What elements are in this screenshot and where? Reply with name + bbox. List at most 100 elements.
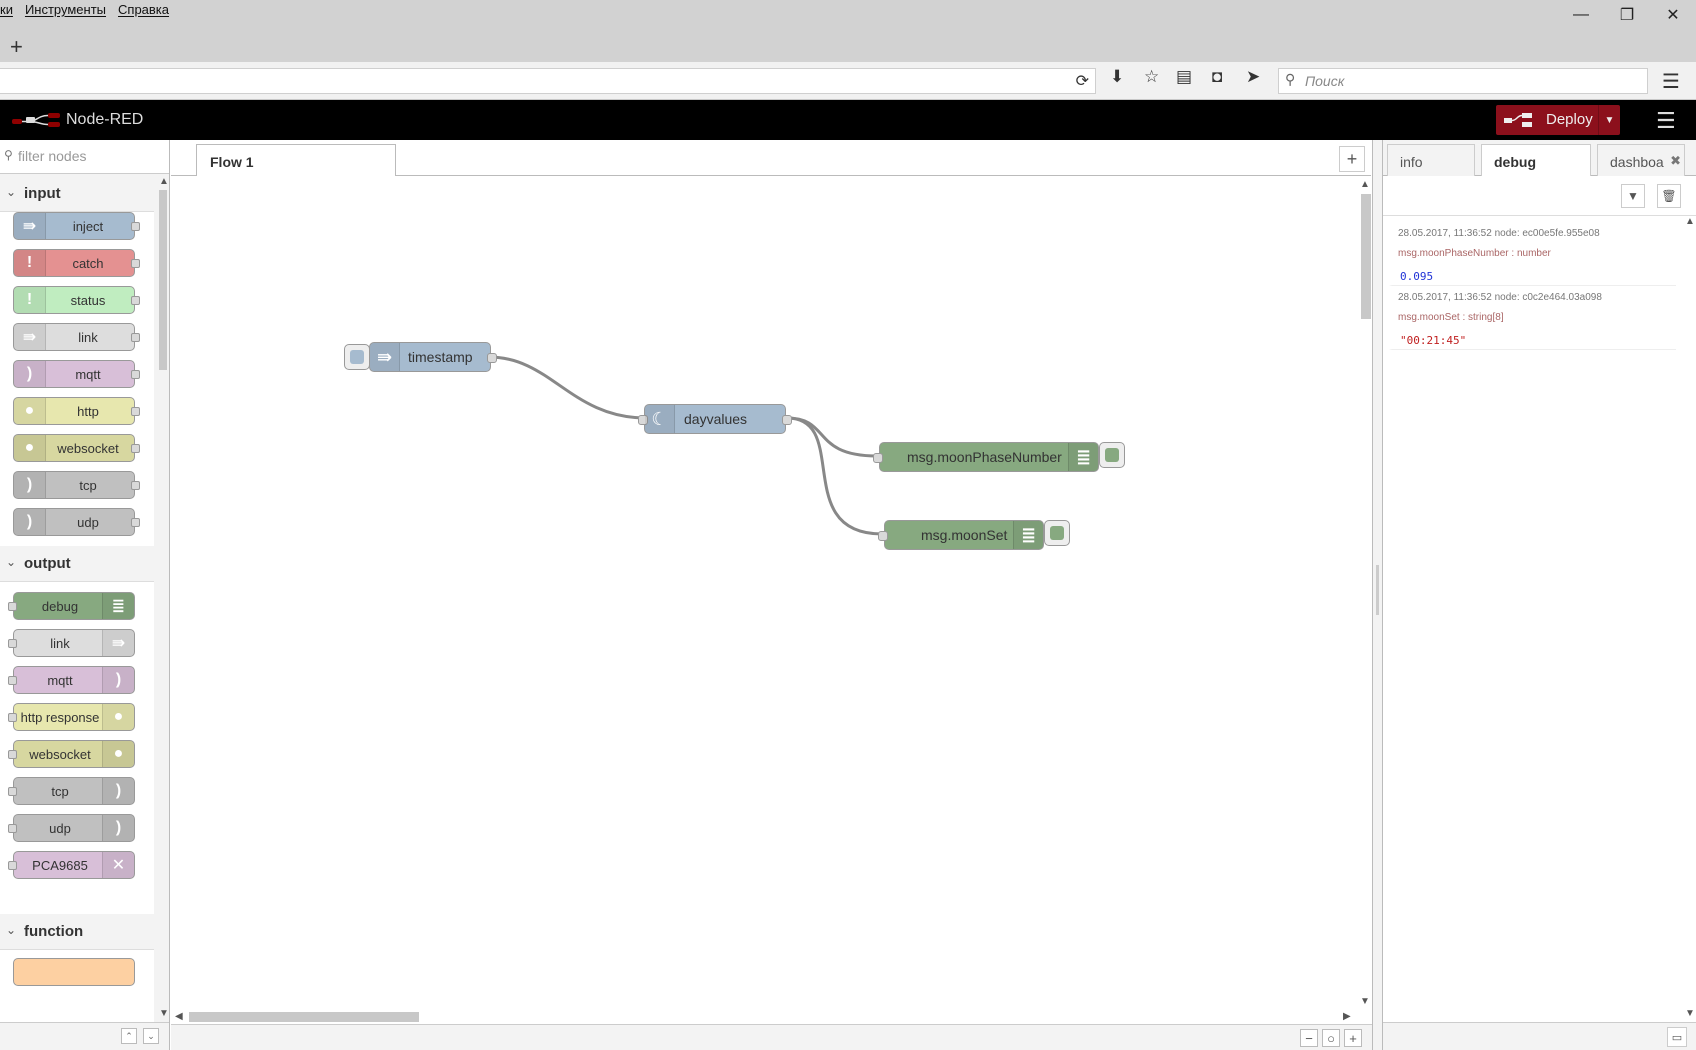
- nodered-menu-icon[interactable]: ☰: [1656, 108, 1676, 133]
- window-minimize-button[interactable]: —: [1573, 6, 1589, 23]
- output-port[interactable]: [131, 444, 140, 453]
- input-port[interactable]: [8, 713, 17, 722]
- palette-node-udp-out[interactable]: udp ): [8, 814, 135, 842]
- debug-toggle-button[interactable]: [1099, 442, 1125, 468]
- palette-category-input[interactable]: ⌄ input: [0, 176, 154, 212]
- output-port[interactable]: [131, 518, 140, 527]
- filter-icon[interactable]: ▼: [1621, 184, 1645, 208]
- pocket-icon[interactable]: ◘: [1212, 67, 1223, 86]
- debug-toggle-button[interactable]: [1044, 520, 1070, 546]
- close-icon[interactable]: ✖: [1670, 153, 1681, 168]
- browser-search-input[interactable]: ⚲ Поиск: [1278, 68, 1648, 94]
- zoom-in-icon[interactable]: +: [1344, 1029, 1362, 1047]
- sidebar-separator[interactable]: [1372, 140, 1382, 1050]
- input-port[interactable]: [873, 453, 883, 463]
- palette-node-mqtt-out[interactable]: mqtt ): [8, 666, 135, 694]
- canvas-vertical-scrollbar[interactable]: ▲ ▼: [1358, 176, 1372, 1010]
- palette-node-websocket-out[interactable]: websocket ●: [8, 740, 135, 768]
- debug-message[interactable]: 28.05.2017, 11:36:52 node: ec00e5fe.955e…: [1389, 222, 1676, 286]
- flow-node-dayvalues[interactable]: ☾ dayvalues: [638, 404, 792, 434]
- input-port[interactable]: [8, 676, 17, 685]
- menu-item-help[interactable]: Справка: [118, 2, 170, 17]
- scroll-down-icon[interactable]: ▼: [1685, 1008, 1695, 1019]
- horizontal-scroll-thumb[interactable]: [189, 1012, 419, 1022]
- collapse-all-icon[interactable]: ⌃: [121, 1028, 137, 1044]
- reload-icon[interactable]: ⟳: [1075, 73, 1089, 90]
- scroll-up-icon[interactable]: ▲: [159, 176, 169, 187]
- palette-scrollbar[interactable]: ▲ ▼: [156, 176, 169, 1022]
- monitor-icon[interactable]: ▭: [1667, 1027, 1687, 1047]
- expand-all-icon[interactable]: ⌄: [143, 1028, 159, 1044]
- vertical-scroll-thumb[interactable]: [1361, 194, 1371, 319]
- palette-node-function-partial[interactable]: [13, 958, 135, 986]
- zoom-out-icon[interactable]: −: [1300, 1029, 1318, 1047]
- input-port[interactable]: [8, 639, 17, 648]
- deploy-button[interactable]: Deploy ▼: [1496, 105, 1620, 135]
- input-port[interactable]: [8, 750, 17, 759]
- output-port[interactable]: [131, 481, 140, 490]
- palette-node-debug[interactable]: debug ≣: [8, 592, 135, 620]
- output-port[interactable]: [131, 370, 140, 379]
- scroll-up-icon[interactable]: ▲: [1360, 179, 1370, 190]
- output-port[interactable]: [131, 333, 140, 342]
- send-icon[interactable]: ➤: [1246, 67, 1261, 86]
- palette-node-websocket-in[interactable]: ● websocket: [13, 434, 140, 462]
- deploy-caret-icon[interactable]: ▼: [1598, 105, 1620, 135]
- trash-icon[interactable]: 🗑: [1657, 184, 1681, 208]
- window-restore-button[interactable]: ❐: [1619, 7, 1635, 24]
- tab-flow-1[interactable]: Flow 1: [196, 144, 396, 177]
- palette-node-mqtt-in[interactable]: ) mqtt: [13, 360, 140, 388]
- palette-category-output[interactable]: ⌄ output: [0, 546, 154, 582]
- tab-debug[interactable]: debug: [1481, 144, 1591, 177]
- palette-node-http-response[interactable]: http response ●: [8, 703, 135, 731]
- input-port[interactable]: [8, 861, 17, 870]
- palette-node-tcp-out[interactable]: tcp ): [8, 777, 135, 805]
- palette-node-link-in[interactable]: ⇛ link: [13, 323, 140, 351]
- debug-message[interactable]: 28.05.2017, 11:36:52 node: c0c2e464.03a0…: [1389, 286, 1676, 350]
- scroll-left-icon[interactable]: ◀: [175, 1011, 183, 1022]
- window-close-button[interactable]: ✕: [1666, 7, 1680, 24]
- palette-scroll-thumb[interactable]: [159, 190, 167, 370]
- tab-dashboard[interactable]: dashboa ✖: [1597, 144, 1685, 177]
- output-port[interactable]: [487, 353, 497, 363]
- palette-node-link-out[interactable]: link ⇛: [8, 629, 135, 657]
- palette-node-tcp-in[interactable]: ) tcp: [13, 471, 140, 499]
- flow-node-debug-moonset[interactable]: msg.moonSet ≣: [878, 520, 1044, 550]
- url-bar[interactable]: ⟳: [0, 68, 1096, 94]
- palette-node-udp-in[interactable]: ) udp: [13, 508, 140, 536]
- flow-node-debug-moonphasenumber[interactable]: msg.moonPhaseNumber ≣: [873, 442, 1099, 472]
- browser-menu-icon[interactable]: ☰: [1662, 71, 1680, 93]
- new-tab-button[interactable]: +: [10, 34, 23, 59]
- input-port[interactable]: [8, 602, 17, 611]
- zoom-reset-icon[interactable]: ○: [1322, 1029, 1340, 1047]
- canvas-horizontal-scrollbar[interactable]: ◀ ▶: [171, 1010, 1358, 1024]
- output-port[interactable]: [131, 407, 140, 416]
- scroll-down-icon[interactable]: ▼: [159, 1008, 169, 1019]
- palette-node-inject[interactable]: ⇛ inject: [13, 212, 140, 240]
- reader-view-icon[interactable]: ▤: [1176, 67, 1193, 86]
- input-port[interactable]: [878, 531, 888, 541]
- sidebar-scrollbar[interactable]: ▲ ▼: [1681, 216, 1696, 1022]
- palette-node-status[interactable]: ! status: [13, 286, 140, 314]
- add-flow-button[interactable]: +: [1339, 146, 1365, 172]
- menu-item-partial[interactable]: ки: [0, 2, 13, 17]
- output-port[interactable]: [131, 296, 140, 305]
- inject-trigger-button[interactable]: [344, 344, 370, 370]
- scroll-down-icon[interactable]: ▼: [1360, 996, 1370, 1007]
- scroll-up-icon[interactable]: ▲: [1685, 216, 1695, 227]
- menu-item-tools[interactable]: Инструменты: [24, 2, 107, 17]
- flow-canvas[interactable]: ⇛ timestamp ☾ dayvalues msg.moonPhaseNum…: [171, 176, 1358, 1010]
- output-port[interactable]: [131, 222, 140, 231]
- separator-grip[interactable]: [1376, 565, 1379, 615]
- download-icon[interactable]: ⬇: [1110, 67, 1125, 86]
- output-port[interactable]: [782, 415, 792, 425]
- tab-info[interactable]: info: [1387, 144, 1475, 177]
- palette-node-pca9685[interactable]: PCA9685 ✕: [8, 851, 135, 879]
- output-port[interactable]: [131, 259, 140, 268]
- filter-nodes-input[interactable]: ⚲ filter nodes: [0, 140, 169, 174]
- palette-node-catch[interactable]: ! catch: [13, 249, 140, 277]
- palette-node-http-in[interactable]: ● http: [13, 397, 140, 425]
- input-port[interactable]: [638, 415, 648, 425]
- input-port[interactable]: [8, 787, 17, 796]
- palette-category-function[interactable]: ⌄ function: [0, 914, 154, 950]
